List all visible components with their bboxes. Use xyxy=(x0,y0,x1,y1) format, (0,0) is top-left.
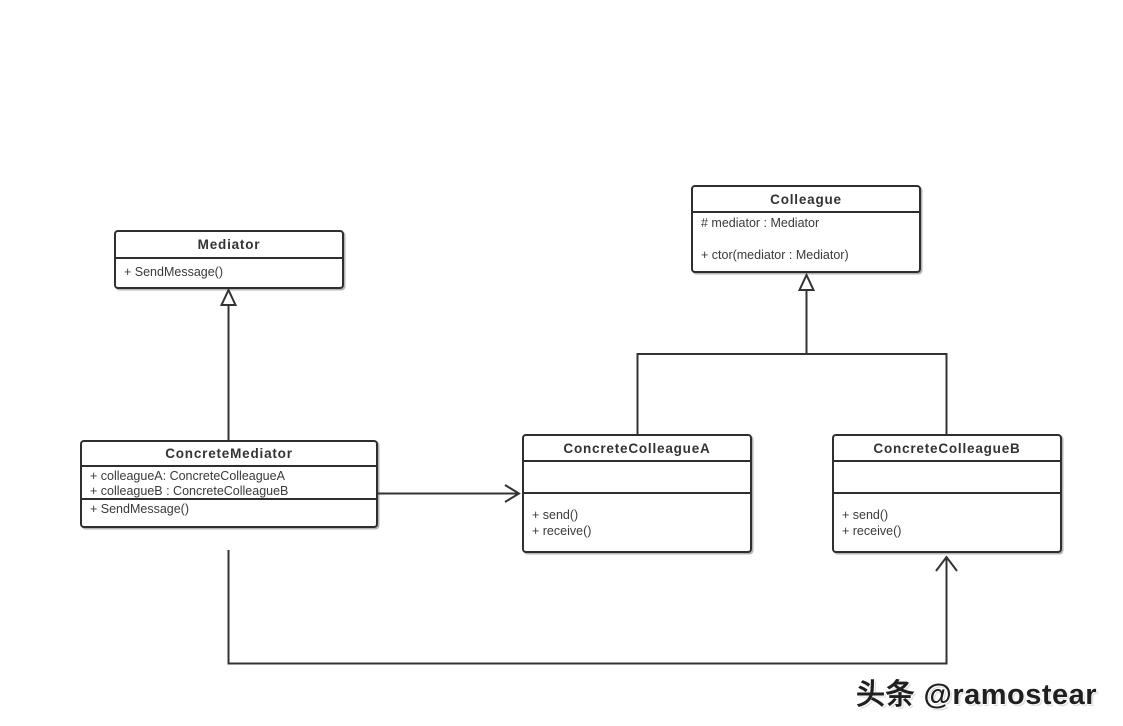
attribute-item: + colleagueA: ConcreteColleagueA xyxy=(90,469,285,483)
class-concrete-mediator: ConcreteMediator + colleagueA: ConcreteC… xyxy=(80,440,378,528)
class-mediator-name: Mediator xyxy=(116,232,342,259)
class-mediator-methods: + SendMessage() xyxy=(116,259,342,280)
class-concrete-colleague-a: ConcreteColleagueA + send() + receive() xyxy=(522,434,752,553)
method-item: + send() xyxy=(842,508,889,522)
method-item: + receive() xyxy=(532,524,592,538)
class-concrete-colleague-b: ConcreteColleagueB + send() + receive() xyxy=(832,434,1062,553)
method-item: + SendMessage() xyxy=(90,502,190,516)
class-concrete-mediator-methods: + SendMessage() xyxy=(82,500,376,517)
class-colleague-members: # mediator : Mediator + ctor(mediator : … xyxy=(693,213,919,263)
class-concrete-colleague-a-methods: + send() + receive() xyxy=(524,494,750,539)
method-item: + ctor(mediator : Mediator) xyxy=(701,248,849,262)
method-item: + SendMessage() xyxy=(124,265,224,279)
class-concrete-colleague-b-name: ConcreteColleagueB xyxy=(834,436,1060,462)
class-colleague-name: Colleague xyxy=(693,187,919,213)
attribute-item: # mediator : Mediator xyxy=(701,216,820,230)
generalization-branch-colleagues xyxy=(636,353,948,434)
attribute-item: + colleagueB : ConcreteColleagueB xyxy=(90,484,289,498)
method-item: + send() xyxy=(532,508,579,522)
association-line-colleague-b xyxy=(227,550,948,665)
class-concrete-colleague-a-attributes xyxy=(524,462,750,494)
class-mediator: Mediator + SendMessage() xyxy=(114,230,344,289)
association-arrowhead-colleague-b xyxy=(935,555,958,572)
class-concrete-mediator-name: ConcreteMediator xyxy=(82,442,376,467)
class-colleague: Colleague # mediator : Mediator + ctor(m… xyxy=(691,185,921,273)
class-concrete-mediator-attributes: + colleagueA: ConcreteColleagueA + colle… xyxy=(82,467,376,500)
generalization-triangle-mediator xyxy=(219,287,238,306)
class-concrete-colleague-b-methods: + send() + receive() xyxy=(834,494,1060,539)
class-concrete-colleague-b-attributes xyxy=(834,462,1060,494)
watermark-toutiao: 头条 @ramostear xyxy=(856,679,1098,711)
generalization-triangle-colleague xyxy=(797,272,816,291)
class-concrete-colleague-a-name: ConcreteColleagueA xyxy=(524,436,750,462)
method-item: + receive() xyxy=(842,524,902,538)
association-arrowhead-colleague-a xyxy=(504,484,521,503)
